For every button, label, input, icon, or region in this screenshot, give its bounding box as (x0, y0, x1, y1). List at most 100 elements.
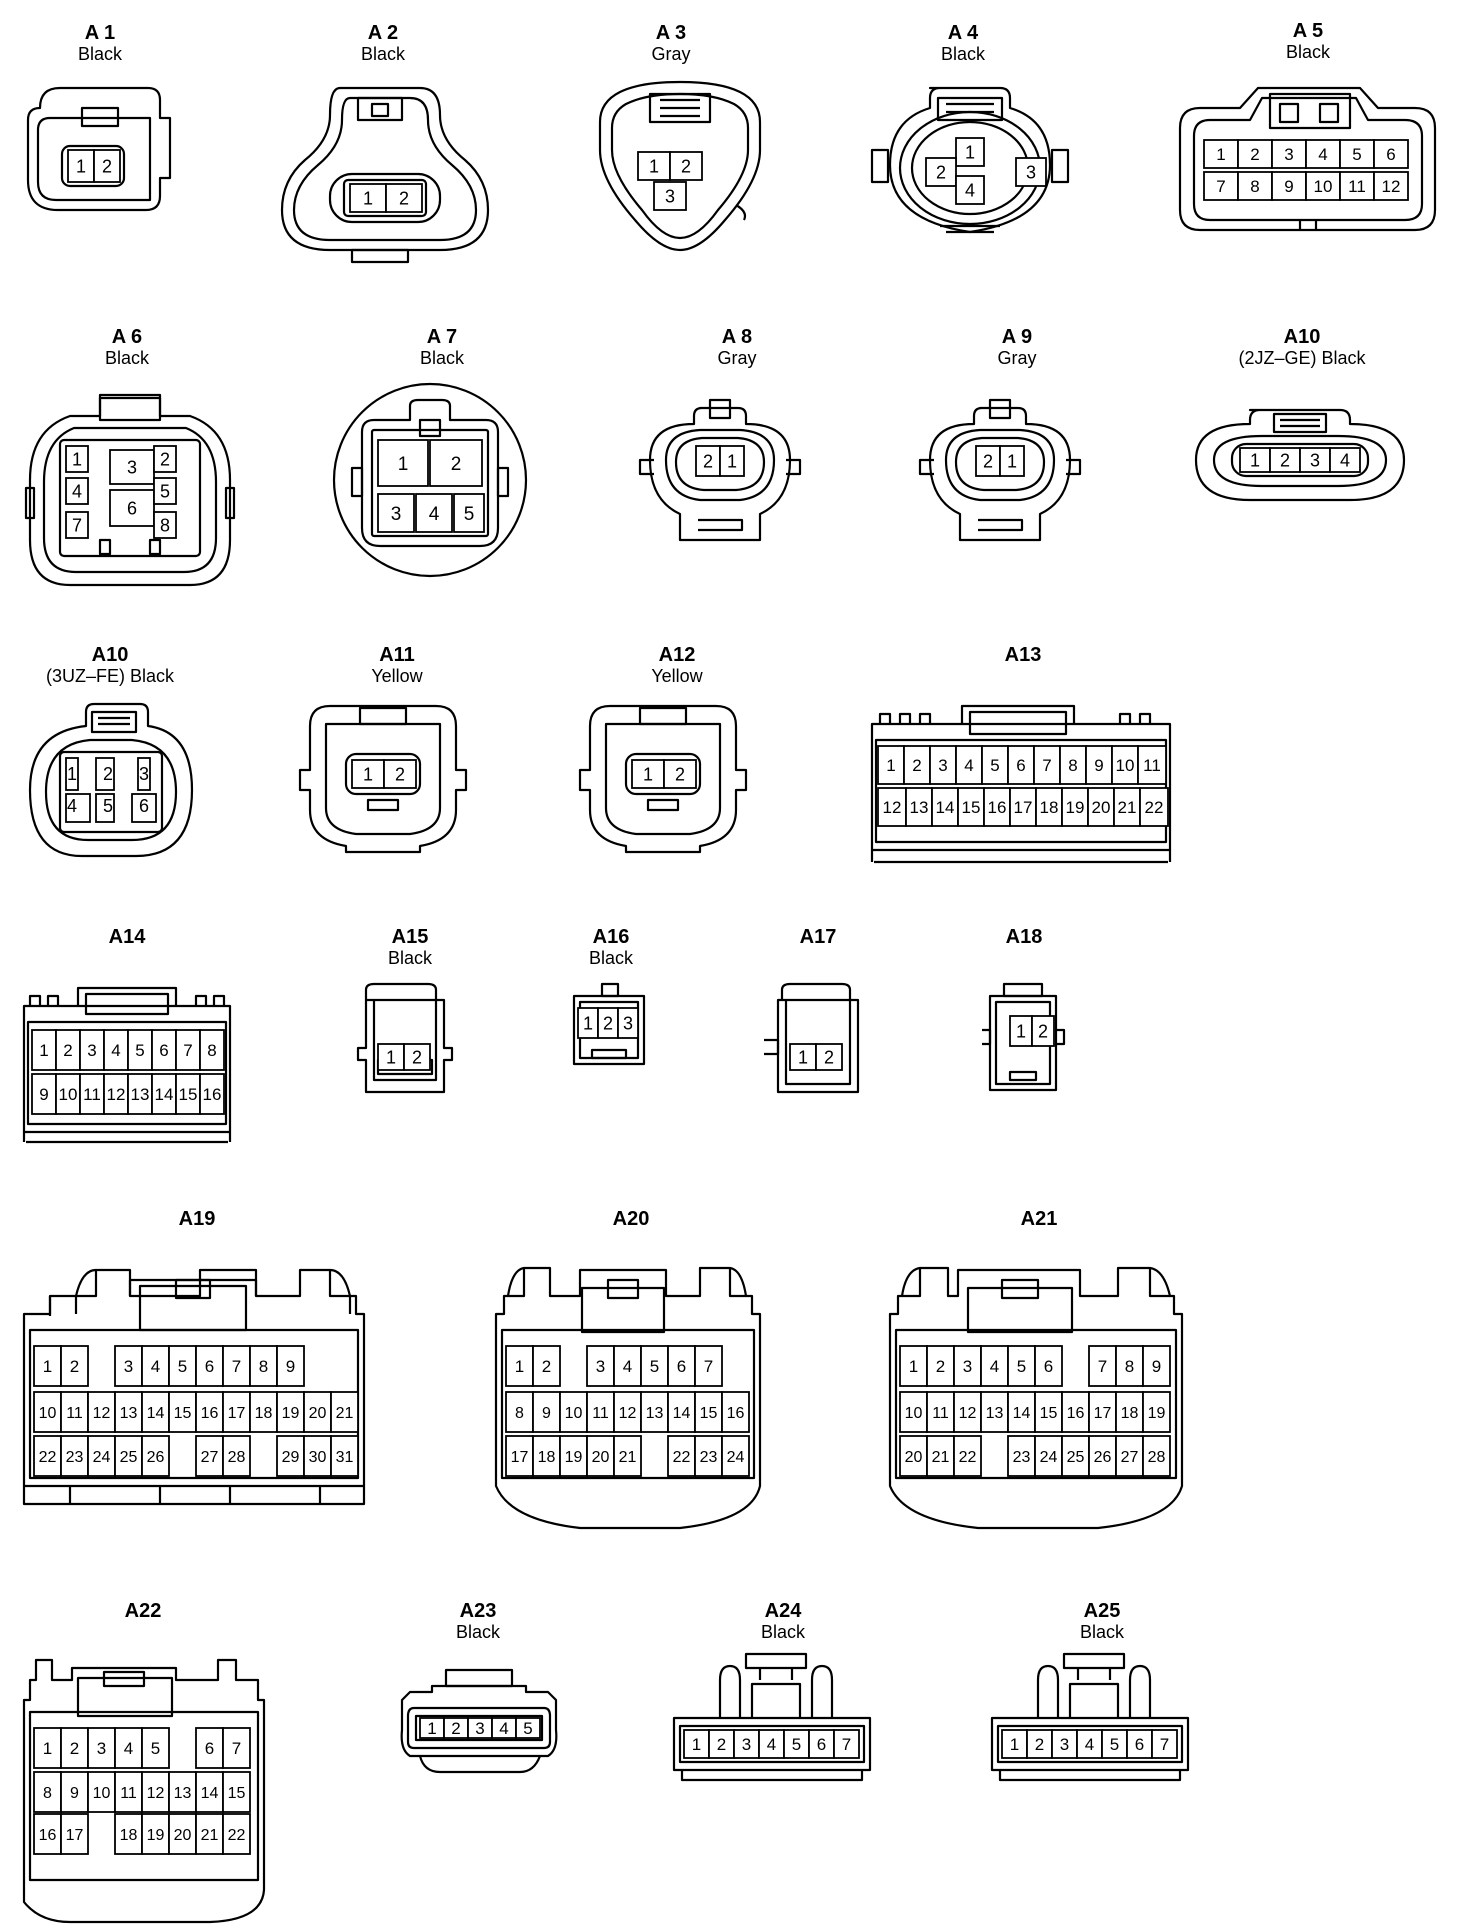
connector-a23-housing (400, 1668, 558, 1774)
connector-pin (1239, 447, 1271, 473)
connector-pin (103, 1029, 129, 1071)
connector-pin-number: 12 (93, 1405, 111, 1422)
connector-pin-number: 2 (1250, 145, 1259, 164)
connector-pin (1051, 1729, 1078, 1759)
connector-pin-number: 4 (499, 1719, 508, 1738)
connector-pin-number: 27 (1121, 1449, 1139, 1466)
connector-pin-number: 1 (886, 756, 895, 775)
connector-pin (276, 1435, 305, 1477)
connector-pin-number: 14 (155, 1085, 174, 1104)
connector-pin-number: 15 (700, 1405, 718, 1422)
connector-a19-housing (22, 1268, 366, 1506)
connector-pin (95, 757, 115, 791)
connector-pin (377, 493, 415, 533)
connector-id: A10 (1283, 326, 1321, 348)
connector-pin (1305, 139, 1341, 169)
connector-label-a16: A16 Black (566, 926, 656, 968)
connector-pin-number: 14 (201, 1785, 219, 1802)
connector-pin-number: 11 (66, 1405, 83, 1422)
connector-pin-number: 22 (1145, 798, 1164, 817)
connector-pin-number: 1 (363, 764, 373, 784)
connector-id: A10 (91, 644, 129, 666)
connector-pin-number: 9 (1094, 756, 1103, 775)
connector-pin (1034, 1435, 1063, 1477)
connector-pin-number: 2 (936, 1357, 945, 1376)
connector-pin-number: 18 (538, 1449, 556, 1466)
connector-id: A21 (1020, 1208, 1058, 1230)
connector-a11-housing (298, 704, 468, 854)
connector-pin (899, 1345, 928, 1387)
connector-pin-number: 17 (228, 1405, 246, 1422)
connector-label-a24: A24 Black (738, 1600, 828, 1642)
connector-pin (694, 1435, 723, 1477)
connector-pin-number: 2 (103, 764, 113, 784)
connector-pin-number: 3 (742, 1735, 751, 1754)
connector-a9-housing (918, 398, 1082, 542)
connector-pin-number: 2 (603, 1013, 613, 1033)
connector-pin (695, 445, 721, 477)
connector-id: A12 (658, 644, 696, 666)
connector-pin-number: 10 (59, 1085, 78, 1104)
connector-id: A15 (391, 926, 429, 948)
connector-pin-number: 6 (127, 498, 137, 518)
connector-pin-number: 10 (39, 1405, 57, 1422)
connector-pin-number: 16 (201, 1405, 219, 1422)
connector-pin (926, 1345, 955, 1387)
connector-pin-number: 2 (1038, 1021, 1048, 1041)
connector-pin (663, 759, 697, 789)
connector-label-a23: A23 Black (433, 1600, 523, 1642)
connector-pin-number: 4 (623, 1357, 632, 1376)
connector-color: Black (588, 948, 633, 968)
connector-pin-number: 8 (43, 1785, 52, 1802)
connector-pin-number: 4 (990, 1357, 999, 1376)
connector-pin (33, 1345, 62, 1387)
connector-pin (276, 1391, 305, 1433)
connector-pin-number: 28 (228, 1449, 246, 1466)
connector-pin-number: 13 (131, 1085, 150, 1104)
connector-pin-number: 10 (565, 1405, 583, 1422)
connector-pin-number: 25 (120, 1449, 138, 1466)
connector-pin-number: 12 (107, 1085, 126, 1104)
connector-pin-number: 6 (817, 1735, 826, 1754)
connector-pin-number: 2 (936, 162, 946, 182)
connector-pin-number: 12 (959, 1405, 977, 1422)
connector-pin-number: 3 (1060, 1735, 1069, 1754)
connector-a16-housing (572, 982, 646, 1066)
connector-pin-number: 4 (767, 1735, 776, 1754)
connector-a1-housing (26, 86, 172, 212)
connector-pin-number: 11 (1348, 177, 1366, 196)
connector-pin-number: 2 (451, 1719, 460, 1738)
connector-pin-number: 3 (938, 756, 947, 775)
connector-pin (195, 1727, 224, 1769)
connector-pin-number: 1 (692, 1735, 701, 1754)
connector-pin-number: 20 (174, 1827, 192, 1844)
connector-pin (1299, 447, 1331, 473)
connector-pin-number: 4 (124, 1739, 133, 1758)
connector-pin (60, 1727, 89, 1769)
connector-pin-number: 7 (1098, 1357, 1107, 1376)
connector-id: A 4 (947, 22, 979, 44)
connector-pin (141, 1727, 170, 1769)
connector-pin-number: 1 (583, 1013, 593, 1033)
connector-label-a10-3uz: A10 (3UZ–FE) Black (20, 644, 200, 686)
connector-pin-number: 1 (1250, 450, 1260, 470)
connector-pin-number: 6 (677, 1357, 686, 1376)
connector-pin-number: 28 (1148, 1449, 1166, 1466)
connector-pin-number: 12 (1382, 177, 1401, 196)
connector-pin-number: 4 (151, 1357, 160, 1376)
connector-pin-number: 9 (1284, 177, 1293, 196)
connector-pin (926, 1391, 955, 1433)
connector-pin-number: 1 (515, 1357, 524, 1376)
connector-pin (195, 1345, 224, 1387)
connector-pin (222, 1435, 251, 1477)
connector-a10-3uz-housing (28, 702, 194, 858)
connector-a3-housing (598, 80, 762, 252)
connector-a20-housing (494, 1266, 762, 1530)
connector-pin (559, 1391, 588, 1433)
connector-label-a11: A11 Yellow (352, 644, 442, 686)
connector-label-a6: A 6 Black (82, 326, 172, 368)
connector-pin (833, 1729, 860, 1759)
connector-pin-number: 5 (650, 1357, 659, 1376)
connector-pin-number: 30 (309, 1449, 327, 1466)
connector-pin-number: 3 (87, 1041, 96, 1060)
